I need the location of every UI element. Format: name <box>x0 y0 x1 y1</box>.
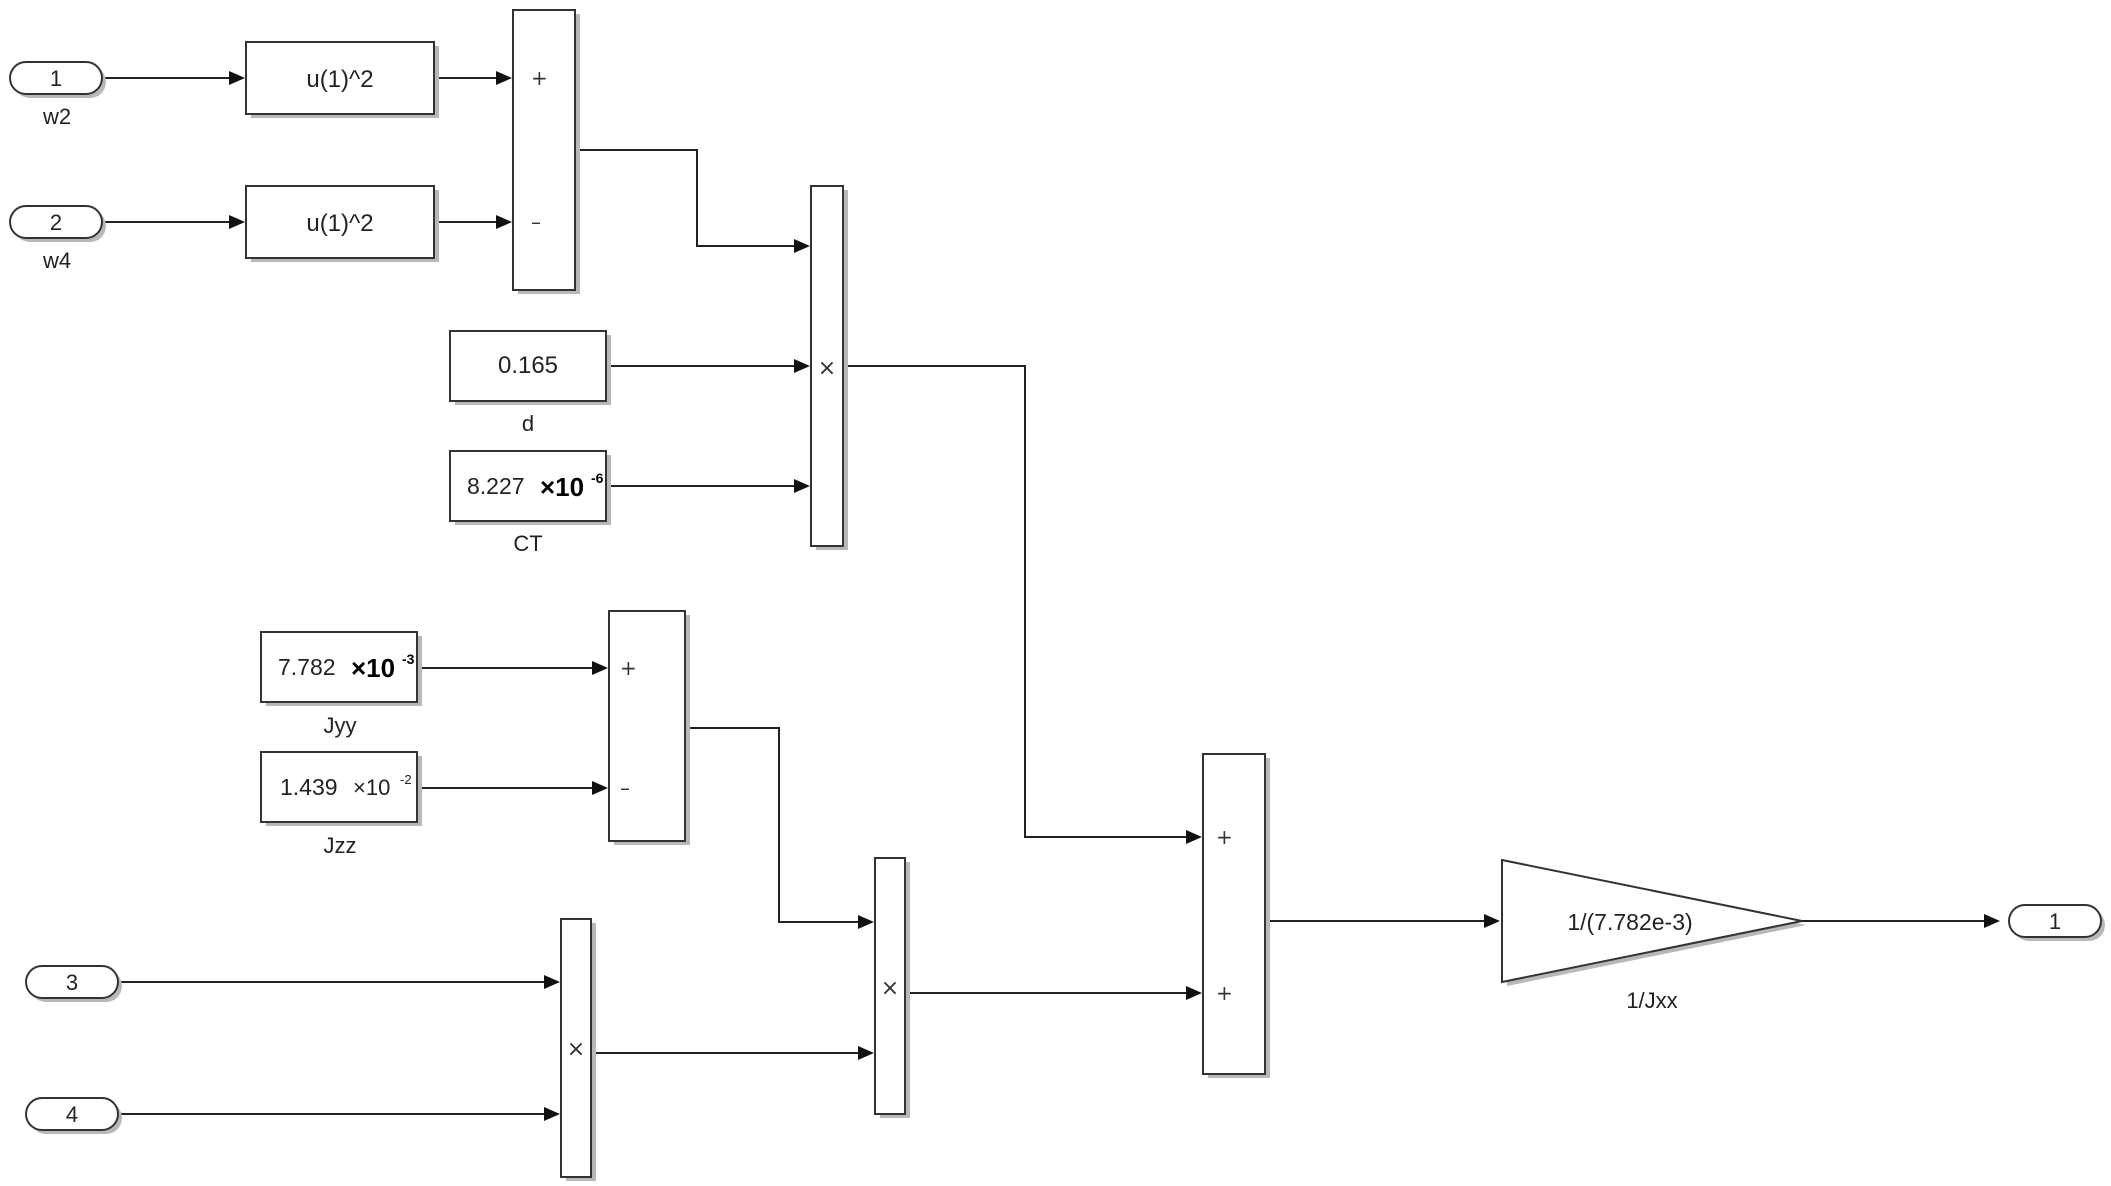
constant-d[interactable]: 0.165 d <box>449 330 611 436</box>
constant-jyy[interactable]: 7.782 ×10 -3 Jyy <box>260 631 422 738</box>
gain-block[interactable]: 1/(7.782e-3) 1/Jxx <box>1501 858 1806 1013</box>
arrowhead <box>1984 914 2000 928</box>
inport-2-name: w4 <box>42 248 71 273</box>
constant-ct-name: CT <box>513 531 542 556</box>
sum-final-sign-1: + <box>1216 825 1233 849</box>
arrowhead <box>1186 830 1202 844</box>
product-3-sign: × <box>881 976 899 1001</box>
constant-d-value: 0.165 <box>498 352 558 379</box>
inport-2[interactable]: 2 w4 <box>9 205 106 273</box>
arrowhead <box>1186 986 1202 1000</box>
fcn-2-expression: u(1)^2 <box>306 210 373 237</box>
constant-d-name: d <box>522 411 534 436</box>
arrowhead <box>229 215 245 229</box>
inport-2-number: 2 <box>50 210 62 235</box>
fcn-block-2[interactable]: u(1)^2 <box>245 185 439 262</box>
sum-mid-sign-2: – <box>620 776 630 800</box>
inport-1[interactable]: 1 w2 <box>9 61 106 129</box>
arrowhead <box>592 661 608 675</box>
constant-jzz-value: 1.439 <box>280 774 338 800</box>
sum-top-sign-1: + <box>531 66 548 90</box>
constant-jyy-name: Jyy <box>324 713 357 738</box>
sum-block-mid[interactable]: + – <box>608 610 690 845</box>
product-2-sign: × <box>567 1037 585 1062</box>
constant-ct[interactable]: 8.227 ×10 -6 CT <box>449 450 611 556</box>
constant-jyy-exponent: -3 <box>402 651 415 667</box>
arrowhead <box>794 239 810 253</box>
gain-name: 1/Jxx <box>1626 988 1677 1013</box>
constant-jzz-exponent: -2 <box>400 772 412 787</box>
product-block-3[interactable]: × <box>874 857 910 1118</box>
sum-top-sign-2: – <box>531 210 541 234</box>
wire-sum2-to-product3 <box>686 727 864 923</box>
outport-1[interactable]: 1 <box>2008 904 2105 941</box>
sum-block-final[interactable]: + + <box>1202 753 1270 1078</box>
inport-4-number: 4 <box>66 1102 78 1127</box>
constant-ct-exp-marker: ×10 <box>540 472 584 502</box>
arrowhead <box>794 479 810 493</box>
inport-4[interactable]: 4 <box>25 1097 122 1134</box>
constant-ct-value: 8.227 <box>467 473 525 499</box>
inport-1-number: 1 <box>50 66 62 91</box>
constant-jzz-exp-marker: ×10 <box>353 775 390 800</box>
sum-mid-sign-1: + <box>620 656 637 680</box>
inport-3-number: 3 <box>66 970 78 995</box>
constant-jzz-name: Jzz <box>324 833 357 858</box>
sum-block-top[interactable]: + – <box>512 9 580 294</box>
arrowhead <box>1484 914 1500 928</box>
fcn-1-expression: u(1)^2 <box>306 66 373 93</box>
outport-1-number: 1 <box>2049 909 2061 934</box>
arrowhead <box>496 215 512 229</box>
wire-sum1-to-product1 <box>578 149 800 247</box>
arrowhead <box>496 71 512 85</box>
arrowhead <box>229 71 245 85</box>
fcn-block-1[interactable]: u(1)^2 <box>245 41 439 118</box>
gain-expression: 1/(7.782e-3) <box>1567 909 1692 935</box>
arrowhead <box>858 915 874 929</box>
constant-jzz[interactable]: 1.439 ×10 -2 Jzz <box>260 751 422 858</box>
wire-product1-to-sum3 <box>845 365 1192 838</box>
arrowhead <box>544 1107 560 1121</box>
constant-ct-exponent: -6 <box>591 470 604 486</box>
constant-jyy-exp-marker: ×10 <box>351 653 395 683</box>
inport-3[interactable]: 3 <box>25 965 122 1002</box>
arrowhead <box>544 975 560 989</box>
inport-1-name: w2 <box>42 104 71 129</box>
product-block-2[interactable]: × <box>560 918 596 1181</box>
arrowhead <box>858 1046 874 1060</box>
product-1-sign: × <box>818 356 836 381</box>
product-block-1[interactable]: × <box>810 185 848 550</box>
arrowhead <box>592 781 608 795</box>
arrowhead <box>794 359 810 373</box>
sum-final-sign-2: + <box>1216 981 1233 1005</box>
constant-jyy-value: 7.782 <box>278 654 336 680</box>
signal-lines <box>105 71 2000 1121</box>
